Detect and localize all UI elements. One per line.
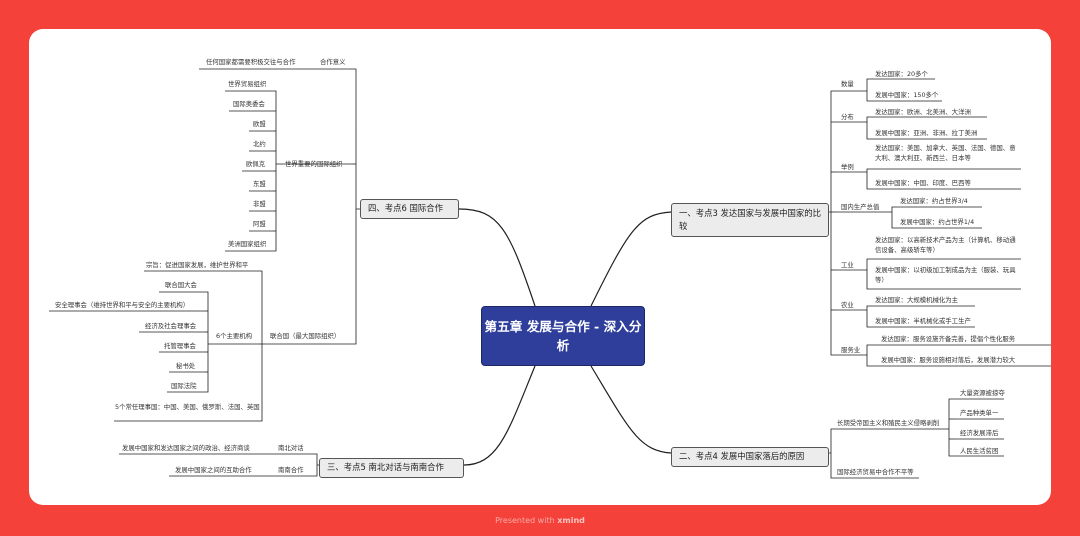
org-asean[interactable]: 东盟 [253, 180, 266, 188]
service-developed[interactable]: 发达国家：服务设施齐备完善，提倡个性化服务 [881, 335, 1016, 343]
org-eu[interactable]: 欧盟 [253, 120, 266, 128]
examples-developed[interactable]: 发达国家：美国、加拿大、英国、法国、德国、意大利、澳大利亚、新西兰、日本等 [875, 144, 1016, 162]
quantity-developed[interactable]: 发达国家：20多个 [875, 70, 928, 78]
org-au[interactable]: 非盟 [253, 200, 266, 208]
service-developing[interactable]: 发展中国家：服务设施相对落后，发展潜力较大 [881, 356, 1016, 364]
branch-international-cooperation[interactable]: 四、考点6 国际合作 [360, 199, 459, 219]
org-wto[interactable]: 世界贸易组织 [228, 80, 267, 88]
distribution-developing[interactable]: 发展中国家：亚洲、非洲、拉丁美洲 [875, 129, 978, 137]
topic-examples[interactable]: 举例 [841, 163, 854, 171]
topic-colonial-exploitation[interactable]: 长期受帝国主义和殖民主义侵略剥削 [837, 419, 940, 427]
org-arab-league[interactable]: 阿盟 [253, 220, 266, 228]
footer-prefix: Presented with [495, 516, 555, 525]
topic-unequal-trade[interactable]: 国际经济贸易中合作不平等 [837, 468, 914, 476]
north-south-description[interactable]: 发展中国家和发达国家之间的政治、经济商谈 [122, 444, 250, 452]
topic-distribution[interactable]: 分布 [841, 113, 854, 121]
un-permanent-members[interactable]: 5个常任理事国：中国、美国、俄罗斯、法国、英国 [115, 403, 260, 411]
cause-lagging-economy[interactable]: 经济发展滞后 [960, 429, 999, 437]
org-nato[interactable]: 北约 [253, 140, 266, 148]
topic-industry[interactable]: 工业 [841, 261, 854, 269]
cause-poverty[interactable]: 人民生活贫困 [960, 447, 999, 455]
organ-trusteeship-council[interactable]: 托管理事会 [164, 342, 196, 350]
topic-gdp[interactable]: 国内生产总值 [841, 203, 880, 211]
topic-un-organs[interactable]: 6个主要机构 [216, 332, 253, 340]
gdp-developed[interactable]: 发达国家：约占世界3/4 [900, 197, 968, 205]
organ-ecosoc[interactable]: 经济及社会理事会 [145, 322, 197, 330]
cause-resources-plundered[interactable]: 大量资源被掠夺 [960, 389, 1005, 397]
branch-north-south-dialogue[interactable]: 三、考点5 南北对话与南南合作 [319, 458, 464, 478]
distribution-developed[interactable]: 发达国家：欧洲、北美洲、大洋洲 [875, 108, 971, 116]
topic-quantity[interactable]: 数量 [841, 80, 854, 88]
gdp-developing[interactable]: 发展中国家：约占世界1/4 [900, 218, 975, 226]
presented-with-footer: Presented with xmind [0, 516, 1080, 525]
central-topic[interactable]: 第五章 发展与合作 - 深入分析 [481, 306, 645, 366]
topic-south-south[interactable]: 南南合作 [278, 466, 304, 474]
un-purpose[interactable]: 宗旨：促进国家发展，维护世界和平 [146, 261, 249, 269]
topic-international-organizations[interactable]: 世界重要的国际组织 [285, 160, 343, 168]
org-oas[interactable]: 美洲国家组织 [228, 240, 267, 248]
south-south-description[interactable]: 发展中国家之间的互助合作 [175, 466, 252, 474]
industry-developing[interactable]: 发展中国家：以初级加工制成品为主（服装、玩具等） [875, 266, 1016, 284]
industry-developed[interactable]: 发达国家：以高新技术产品为主（计算机、移动通信设备、高级轿车等） [875, 236, 1016, 254]
connector-lines [49, 68, 1051, 479]
organ-general-assembly[interactable]: 联合国大会 [165, 281, 197, 289]
topic-agriculture[interactable]: 农业 [841, 301, 854, 309]
quantity-developing[interactable]: 发展中国家：150多个 [875, 91, 939, 99]
branch-backwardness-causes[interactable]: 二、考点4 发展中国家落后的原因 [671, 447, 829, 467]
organ-icj[interactable]: 国际法院 [171, 382, 197, 390]
cooperation-meaning-description[interactable]: 任何国家都需要积极交往与合作 [206, 58, 296, 66]
organ-security-council[interactable]: 安全理事会（维持世界和平与安全的主要机构） [55, 301, 190, 309]
cause-single-product[interactable]: 产品种类单一 [960, 409, 999, 417]
topic-north-south[interactable]: 南北对话 [278, 444, 304, 452]
organ-secretariat[interactable]: 秘书处 [176, 362, 196, 370]
org-ioc[interactable]: 国际奥委会 [233, 100, 265, 108]
org-opec[interactable]: 欧佩克 [246, 160, 266, 168]
agriculture-developing[interactable]: 发展中国家：半机械化或手工生产 [875, 317, 971, 325]
topic-service[interactable]: 服务业 [841, 346, 861, 354]
topic-united-nations[interactable]: 联合国（最大国际组织） [270, 332, 341, 340]
mindmap-canvas: 第五章 发展与合作 - 深入分析 一、考点3 发达国家与发展中国家的比较 数量 … [29, 29, 1051, 505]
branch-country-comparison[interactable]: 一、考点3 发达国家与发展中国家的比较 [671, 203, 829, 237]
agriculture-developed[interactable]: 发达国家：大规模机械化为主 [875, 296, 959, 304]
examples-developing[interactable]: 发展中国家：中国、印度、巴西等 [875, 179, 971, 187]
topic-cooperation-meaning[interactable]: 合作意义 [320, 58, 346, 66]
xmind-brand: xmind [557, 516, 585, 525]
